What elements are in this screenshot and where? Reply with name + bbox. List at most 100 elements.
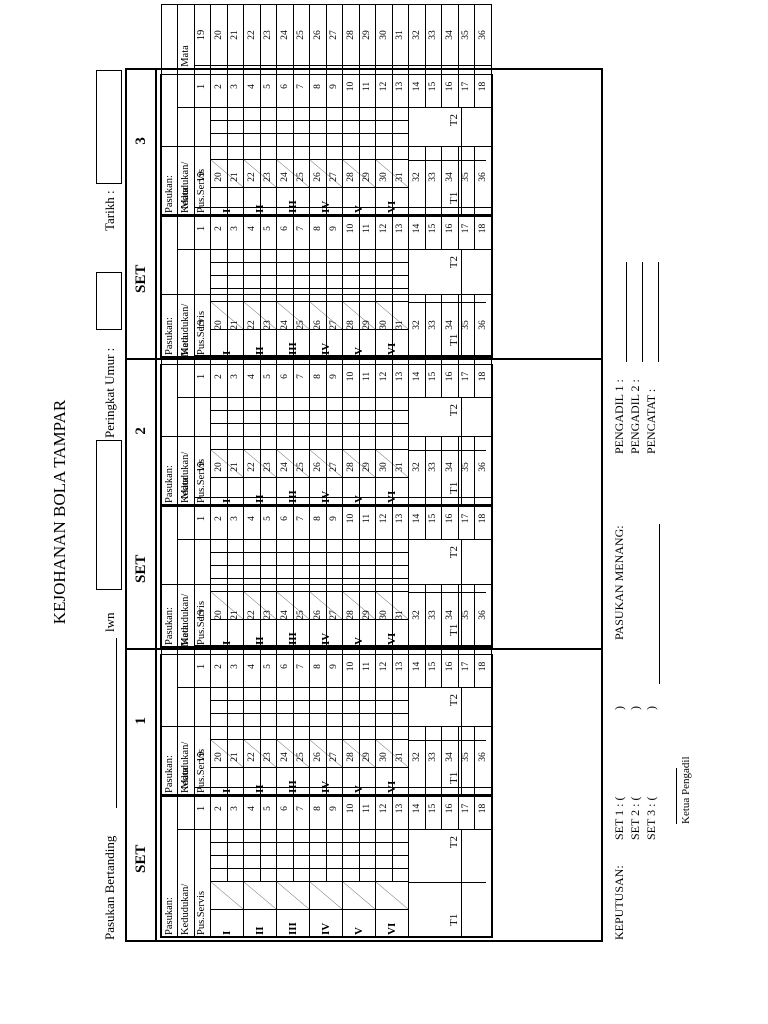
score-cell[interactable] bbox=[210, 855, 227, 869]
score-cell[interactable] bbox=[375, 133, 392, 147]
score-cell[interactable] bbox=[326, 578, 343, 592]
score-cell[interactable] bbox=[243, 552, 260, 566]
score-cell[interactable] bbox=[276, 829, 293, 843]
point-number[interactable]: 3 bbox=[227, 645, 244, 688]
point-number[interactable]: 14 bbox=[408, 65, 425, 108]
point-number[interactable]: 36 bbox=[474, 4, 491, 66]
score-cell[interactable] bbox=[293, 829, 310, 843]
score-cell[interactable] bbox=[309, 855, 326, 869]
point-number[interactable]: 10 bbox=[342, 645, 359, 688]
service-cell[interactable] bbox=[342, 301, 376, 330]
score-cell[interactable] bbox=[309, 868, 326, 882]
score-cell[interactable] bbox=[210, 423, 227, 437]
service-cell[interactable] bbox=[210, 881, 244, 910]
score-cell[interactable] bbox=[309, 288, 326, 302]
point-number[interactable]: 6 bbox=[276, 645, 293, 688]
score-cell[interactable] bbox=[375, 262, 392, 276]
score-cell[interactable] bbox=[293, 120, 310, 134]
score-cell[interactable] bbox=[260, 262, 277, 276]
point-number[interactable]: 21 bbox=[227, 4, 244, 66]
score-cell[interactable] bbox=[293, 726, 310, 740]
score-cell[interactable] bbox=[326, 868, 343, 882]
point-number[interactable]: 4 bbox=[243, 645, 260, 688]
score-cell[interactable] bbox=[260, 713, 277, 727]
score-cell[interactable] bbox=[260, 146, 277, 160]
score-cell[interactable] bbox=[392, 687, 409, 701]
service-cell[interactable] bbox=[276, 739, 310, 768]
score-cell[interactable] bbox=[260, 397, 277, 411]
service-cell[interactable] bbox=[342, 591, 376, 620]
point-number[interactable]: 10 bbox=[342, 355, 359, 398]
score-cell[interactable] bbox=[342, 565, 359, 579]
score-cell[interactable] bbox=[210, 120, 227, 134]
score-cell[interactable] bbox=[326, 855, 343, 869]
score-cell[interactable] bbox=[375, 275, 392, 289]
score-cell[interactable] bbox=[392, 423, 409, 437]
score-cell[interactable] bbox=[392, 262, 409, 276]
service-cell[interactable] bbox=[375, 591, 409, 620]
point-number[interactable]: 2 bbox=[210, 355, 227, 398]
service-cell[interactable] bbox=[210, 739, 244, 768]
point-number[interactable]: 8 bbox=[309, 645, 326, 688]
score-cell[interactable] bbox=[260, 726, 277, 740]
score-cell[interactable] bbox=[359, 842, 376, 856]
score-cell[interactable] bbox=[276, 120, 293, 134]
point-number[interactable]: 6 bbox=[276, 355, 293, 398]
score-cell[interactable] bbox=[227, 423, 244, 437]
score-cell[interactable] bbox=[326, 700, 343, 714]
score-cell[interactable] bbox=[309, 565, 326, 579]
score-cell[interactable] bbox=[392, 146, 409, 160]
score-cell[interactable] bbox=[293, 275, 310, 289]
score-cell[interactable] bbox=[342, 868, 359, 882]
score-cell[interactable] bbox=[309, 423, 326, 437]
point-number[interactable]: 23 bbox=[260, 4, 277, 66]
score-cell[interactable] bbox=[210, 868, 227, 882]
score-cell[interactable] bbox=[309, 146, 326, 160]
score-cell[interactable] bbox=[326, 120, 343, 134]
service-cell[interactable] bbox=[210, 449, 244, 478]
service-cell[interactable] bbox=[210, 591, 244, 620]
score-cell[interactable] bbox=[359, 700, 376, 714]
score-cell[interactable] bbox=[309, 410, 326, 424]
score-cell[interactable] bbox=[227, 565, 244, 579]
point-number[interactable]: 19 bbox=[194, 4, 211, 66]
score-cell[interactable] bbox=[392, 868, 409, 882]
score-cell[interactable] bbox=[243, 288, 260, 302]
point-number[interactable]: 6 bbox=[276, 65, 293, 108]
score-cell[interactable] bbox=[342, 855, 359, 869]
service-cell[interactable] bbox=[309, 301, 343, 330]
point-number[interactable]: 4 bbox=[243, 65, 260, 108]
score-cell[interactable] bbox=[227, 262, 244, 276]
point-number[interactable]: 15 bbox=[425, 645, 442, 688]
score-cell[interactable] bbox=[342, 539, 359, 553]
score-cell[interactable] bbox=[293, 107, 310, 121]
service-cell[interactable] bbox=[276, 159, 310, 188]
score-cell[interactable] bbox=[276, 288, 293, 302]
score-cell[interactable] bbox=[375, 410, 392, 424]
score-cell[interactable] bbox=[276, 868, 293, 882]
age-group-field[interactable] bbox=[96, 272, 122, 330]
score-cell[interactable] bbox=[227, 868, 244, 882]
score-cell[interactable] bbox=[227, 146, 244, 160]
score-cell[interactable] bbox=[392, 578, 409, 592]
point-number[interactable]: 5 bbox=[260, 355, 277, 398]
score-cell[interactable] bbox=[309, 687, 326, 701]
score-cell[interactable] bbox=[342, 133, 359, 147]
score-cell[interactable] bbox=[260, 249, 277, 263]
score-cell[interactable] bbox=[359, 397, 376, 411]
score-cell[interactable] bbox=[210, 842, 227, 856]
timeout-1-cell[interactable] bbox=[461, 883, 486, 936]
score-cell[interactable] bbox=[326, 436, 343, 450]
score-cell[interactable] bbox=[326, 262, 343, 276]
score-cell[interactable] bbox=[293, 552, 310, 566]
score-cell[interactable] bbox=[276, 552, 293, 566]
service-cell[interactable] bbox=[309, 449, 343, 478]
score-cell[interactable] bbox=[227, 855, 244, 869]
score-cell[interactable] bbox=[210, 552, 227, 566]
score-cell[interactable] bbox=[309, 107, 326, 121]
point-number[interactable]: 14 bbox=[408, 645, 425, 688]
score-cell[interactable] bbox=[210, 726, 227, 740]
score-cell[interactable] bbox=[326, 423, 343, 437]
score-cell[interactable] bbox=[293, 262, 310, 276]
score-cell[interactable] bbox=[375, 726, 392, 740]
